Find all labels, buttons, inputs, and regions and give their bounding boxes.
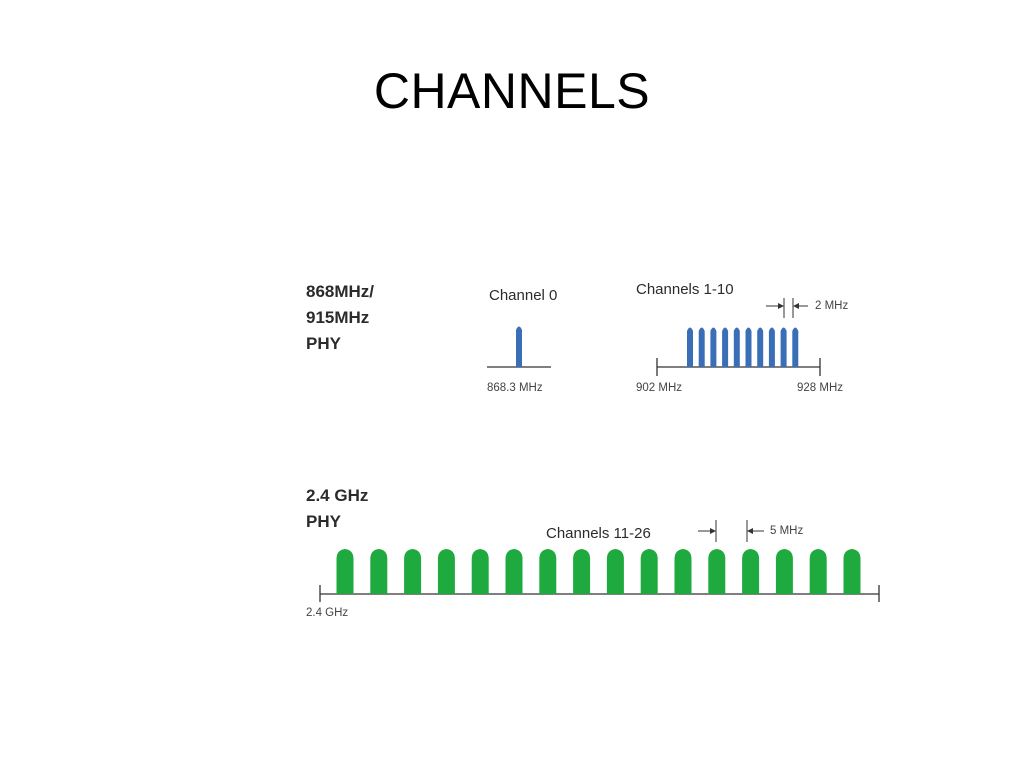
channels-1-10-marks: [687, 327, 799, 367]
channel-hump: [674, 549, 692, 594]
spacing-2mhz-marker: 2 MHz: [766, 298, 848, 318]
ghz-phy-label: 2.4 GHz PHY: [306, 486, 368, 531]
arrow-left-icon: [747, 528, 753, 534]
channel0-group: Channel 0 868.3 MHz: [487, 287, 557, 394]
channel-hump: [843, 549, 861, 594]
channels-11-26-marks: [336, 549, 861, 594]
channel-hump: [640, 549, 658, 594]
channel0-label: Channel 0: [489, 287, 557, 304]
channel0-freq-label: 868.3 MHz: [487, 382, 543, 394]
start-freq-label: 2.4 GHz: [306, 607, 348, 619]
channel-hump: [606, 549, 624, 594]
channel-spike: [792, 327, 799, 367]
channel-hump: [775, 549, 793, 594]
channel-spike: [733, 327, 740, 367]
channels-11-26-group: Channels 11-26 5 MHz 2.4 GHz: [306, 520, 880, 619]
channel0-marks: [516, 326, 522, 367]
channels-1-10-label: Channels 1-10: [636, 281, 734, 298]
channel-hump: [370, 549, 388, 594]
channel-spike: [698, 327, 705, 367]
channel-hump: [573, 549, 591, 594]
channel-hump: [742, 549, 760, 594]
channel-hump: [404, 549, 422, 594]
channel-spike: [516, 326, 522, 367]
arrow-left-icon: [793, 303, 799, 309]
channels-1-10-group: Channels 1-10 2 MHz 902 MHz 928 MHz: [636, 281, 848, 394]
spacing-2mhz-label: 2 MHz: [815, 300, 848, 312]
channel-hump: [809, 549, 827, 594]
channel-hump: [471, 549, 489, 594]
spacing-5mhz-label: 5 MHz: [770, 525, 803, 537]
phy-label-line: PHY: [306, 334, 342, 353]
arrow-right-icon: [710, 528, 716, 534]
slide-title: CHANNELS: [373, 63, 651, 119]
channel-spike: [687, 327, 693, 367]
arrow-right-icon: [778, 303, 784, 309]
channel-spike: [768, 327, 775, 367]
channel-spike: [757, 327, 764, 367]
start-freq-label: 902 MHz: [636, 382, 682, 394]
channels-11-26-label: Channels 11-26: [546, 525, 651, 542]
sub-ghz-phy-label: 868MHz/ 915MHz PHY: [306, 282, 374, 353]
spacing-5mhz-marker: 5 MHz: [698, 520, 803, 542]
channel-hump: [708, 549, 726, 594]
channel-spike: [722, 327, 729, 367]
channel-spike: [745, 327, 752, 367]
channel-spike: [710, 327, 717, 367]
phy-label-line: 915MHz: [306, 308, 369, 327]
channel-hump: [437, 549, 455, 594]
channel-hump: [336, 549, 354, 594]
phy-label-line: 868MHz/: [306, 282, 374, 301]
channel-spike: [780, 327, 787, 367]
channel-hump: [505, 549, 523, 594]
phy-label-line: 2.4 GHz: [306, 486, 368, 505]
phy-label-line: PHY: [306, 512, 342, 531]
end-freq-label: 928 MHz: [797, 382, 843, 394]
channel-hump: [539, 549, 557, 594]
